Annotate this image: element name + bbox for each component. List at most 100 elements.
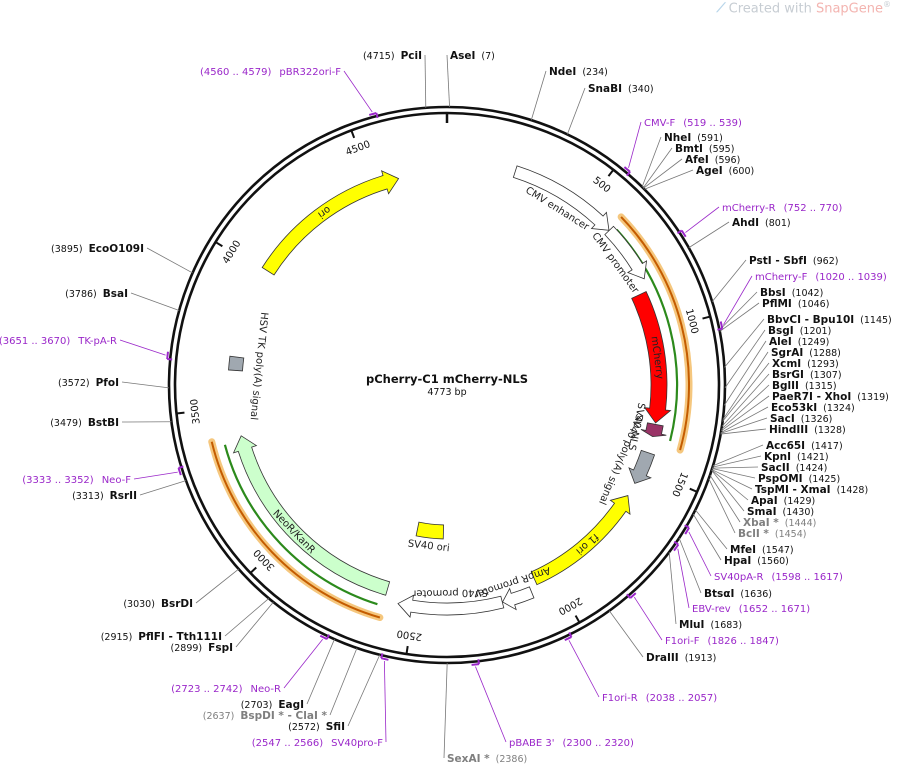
- site-position: (801): [765, 218, 791, 229]
- site-leader-line: [692, 513, 722, 561]
- site-leader-line: [711, 259, 747, 302]
- site-position: (1307): [810, 370, 842, 381]
- primer-hook: [568, 632, 573, 638]
- primer-mark: [177, 467, 182, 476]
- site-name: BbsI: [760, 287, 786, 299]
- site-leader-line: [722, 362, 770, 422]
- site-leader-line: [719, 302, 760, 332]
- feature-neor-kanr: [232, 435, 391, 596]
- feature-sv40-ori: [415, 521, 445, 540]
- site-name: PflMI: [762, 298, 792, 310]
- site-name: XcmI: [772, 358, 801, 370]
- primer-leader-line: [677, 548, 690, 609]
- site-leader-line: [695, 509, 728, 550]
- site-name: BsrDI: [161, 598, 193, 610]
- site-name: KpnI: [764, 451, 791, 463]
- site-alei: AleI(1249): [723, 336, 829, 406]
- primer-hook: [626, 593, 631, 599]
- site-xbai: XbaI *(1444): [709, 474, 816, 529]
- primer-cmv-f: CMV-F(519 .. 539): [623, 118, 742, 177]
- primer-mcherry-f: mCherry-F(1020 .. 1039): [717, 272, 887, 331]
- site-name: BclI *: [738, 528, 769, 540]
- orf-strand-line: [223, 444, 378, 606]
- tick-mark: [176, 411, 185, 415]
- site-leader-line: [724, 329, 766, 389]
- orf-arrows: [208, 213, 693, 622]
- plasmid-length: 4773 bp: [427, 387, 466, 398]
- primer-name: F1ori-R: [602, 693, 638, 704]
- site-sgrai: SgrAI(1288): [722, 347, 841, 420]
- watermark-prefix: Created with: [728, 1, 812, 17]
- site-leader-line: [146, 247, 193, 274]
- site-leader-line: [608, 610, 644, 658]
- site-pflmi: PflMI (1046): [719, 298, 830, 332]
- site-ahdi: AhdI(801): [688, 217, 791, 249]
- site-position: (3313): [72, 491, 104, 502]
- primer-hook: [626, 171, 631, 177]
- primer-hook: [325, 634, 330, 640]
- site-position: (595): [709, 144, 735, 155]
- tick-mark: [574, 615, 581, 624]
- site-xcmi: XcmI (1293): [722, 358, 839, 422]
- site-leader-line: [712, 455, 762, 468]
- site-name: EcoO109I: [89, 243, 144, 255]
- site-nhei: NheI(591): [641, 132, 723, 188]
- site-position: (1560): [757, 556, 789, 567]
- site-position: (4715): [363, 51, 395, 62]
- tick-label: 4000: [221, 239, 244, 266]
- site-leader-line: [644, 169, 694, 190]
- site-position: (3895): [51, 244, 83, 255]
- primer-leader-line: [633, 596, 663, 641]
- primer-range: (3651 .. 3670): [0, 336, 70, 347]
- site-name: PstI - SbfI: [749, 255, 807, 267]
- site-leader-line: [711, 469, 745, 512]
- primer-leader-line: [688, 531, 712, 577]
- site-position: (7): [481, 51, 494, 62]
- primer-leader-line: [628, 121, 642, 168]
- site-name: MluI: [679, 619, 704, 631]
- primer-mark: [673, 544, 680, 552]
- site-name: Acc65I: [766, 440, 805, 452]
- primer-sv40pro-f: SV40pro-F(2547 .. 2566): [252, 653, 389, 749]
- site-position: (2572): [288, 722, 320, 733]
- primer-range: (752 .. 770): [784, 203, 843, 214]
- primer-hook: [477, 659, 480, 665]
- site-agei: AgeI(600): [644, 165, 754, 190]
- site-leader-line: [347, 654, 381, 727]
- site-position: (1417): [811, 441, 843, 452]
- primer-name: F1ori-F: [665, 636, 700, 647]
- site-position: (1293): [807, 359, 839, 370]
- primer-name: mCherry-F: [755, 272, 808, 283]
- site-position: (1046): [798, 299, 830, 310]
- site-leader-line: [719, 291, 758, 331]
- site-name: MfeI: [730, 544, 756, 556]
- site-name: ApaI: [751, 495, 778, 507]
- primer-ebv-rev: EBV-rev(1652 .. 1671): [673, 540, 810, 615]
- primer-name: SV40pro-F: [331, 738, 383, 749]
- primer-name: EBV-rev: [692, 604, 731, 615]
- site-name: SacI: [770, 413, 795, 425]
- primer-leader-line: [723, 275, 753, 325]
- primer-leader-line: [133, 471, 178, 480]
- primer-name: Neo-F: [102, 475, 132, 486]
- site-bsrdi: BsrDI(3030): [123, 568, 239, 610]
- site-leader-line: [712, 468, 756, 479]
- site-leader-line: [688, 221, 730, 249]
- site-leader-line: [709, 474, 741, 523]
- site-leader-line: [641, 136, 662, 188]
- primer-pbr322ori-f: pBR322ori-F(4560 .. 4579): [200, 67, 379, 119]
- site-leader-line: [130, 292, 180, 311]
- plasmid-title: pCherry-C1 mCherry-NLS 4773 bp: [366, 372, 528, 398]
- site-leader-line: [721, 373, 770, 427]
- site-name: BtsαI: [704, 588, 734, 600]
- site-tspmi-xmai: TspMI - XmaI(1428): [711, 469, 868, 496]
- feature-label: HSV TK poly(A) signal: [248, 312, 270, 421]
- primer-leader-line: [475, 666, 507, 743]
- site-position: (1913): [685, 653, 717, 664]
- primer-range: (2038 .. 2057): [646, 693, 718, 704]
- primer-range: (2300 .. 2320): [563, 738, 635, 749]
- primer-leader-line: [568, 640, 600, 698]
- site-draiii: DraIII(1913): [608, 610, 717, 664]
- site-position: (1454): [775, 529, 807, 540]
- site-acc65i: Acc65I (1417): [712, 440, 843, 467]
